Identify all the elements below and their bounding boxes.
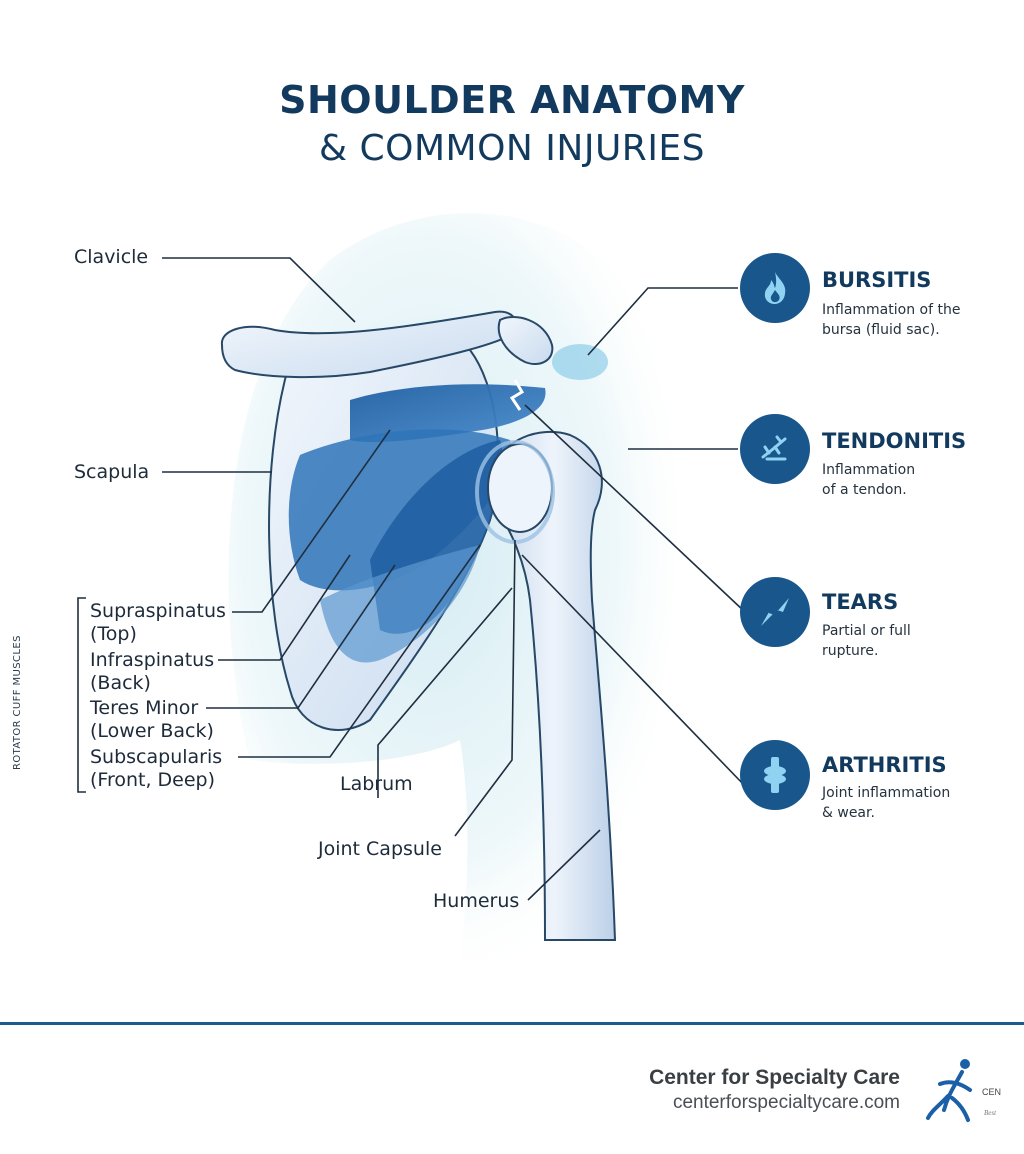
injury-desc-tendonitis-line1: Inflammation [822,462,916,478]
injury-desc-arthritis-line1: Joint inflammation [822,785,951,801]
label-labrum: Labrum [340,773,413,795]
page-title: SHOULDER ANATOMY [279,78,745,122]
label-subscapularis: Subscapularis (Front, Deep) [90,746,222,792]
injury-desc-bursitis: Inflammation of the bursa (fluid sac). [822,300,960,340]
injury-desc-tears: Partial or full rupture. [822,621,911,661]
tendon-icon [740,414,810,484]
injury-title-bursitis: BURSITIS [822,268,932,292]
page-subtitle: & COMMON INJURIES [318,128,706,169]
injury-title-arthritis: ARTHRITIS [822,753,947,777]
infraspinatus-name: Infraspinatus [90,649,215,671]
rotator-cuff-bracket [77,597,86,793]
label-joint-capsule: Joint Capsule [318,838,442,860]
teres-minor-note: (Lower Back) [90,720,214,742]
brand-logo-figure [926,1059,972,1122]
brand-logo-tagline: Best [984,1109,997,1117]
injury-desc-tears-line2: rupture. [822,643,879,659]
injury-desc-tendonitis-line2: of a tendon. [822,482,907,498]
subscapularis-note: (Front, Deep) [90,769,216,791]
bursa [552,344,608,380]
tear-icon [740,577,810,647]
injury-desc-arthritis: Joint inflammation & wear. [822,783,950,823]
injury-desc-arthritis-line2: & wear. [822,805,875,821]
tear-mark [509,379,525,411]
label-humerus: Humerus [433,890,520,912]
footer-divider [0,1022,1024,1025]
label-supraspinatus: Supraspinatus (Top) [90,600,226,646]
flame-icon [740,253,810,323]
supraspinatus-note: (Top) [90,623,137,645]
teres-minor-name: Teres Minor [90,697,199,719]
brand-name: Center for Specialty Care [649,1066,900,1089]
injury-title-tears: TEARS [822,590,899,614]
supraspinatus-name: Supraspinatus [90,600,226,622]
label-clavicle: Clavicle [74,246,149,268]
label-infraspinatus: Infraspinatus (Back) [90,649,214,695]
injury-desc-tears-line1: Partial or full [822,623,911,639]
rotator-cuff-muscles [288,384,546,663]
injury-desc-bursitis-line1: Inflammation of the [822,302,961,318]
brand-logo-text: CEN [982,1087,1002,1097]
brand-url[interactable]: centerforspecialtycare.com [672,1092,900,1113]
joint-icon [740,740,810,810]
injury-desc-tendonitis: Inflammation of a tendon. [822,460,915,500]
leader-lines [162,257,746,901]
label-scapula: Scapula [74,461,150,483]
injury-title-tendonitis: TENDONITIS [822,429,967,453]
infraspinatus-note: (Back) [90,672,151,694]
acromion [497,316,554,365]
rotator-cuff-group-label: ROTATOR CUFF MUSCLES [12,635,23,770]
humerus-bone [491,430,617,941]
label-teres-minor: Teres Minor (Lower Back) [90,697,214,743]
injury-desc-bursitis-line2: bursa (fluid sac). [822,322,940,338]
subscapularis-name: Subscapularis [90,746,223,768]
